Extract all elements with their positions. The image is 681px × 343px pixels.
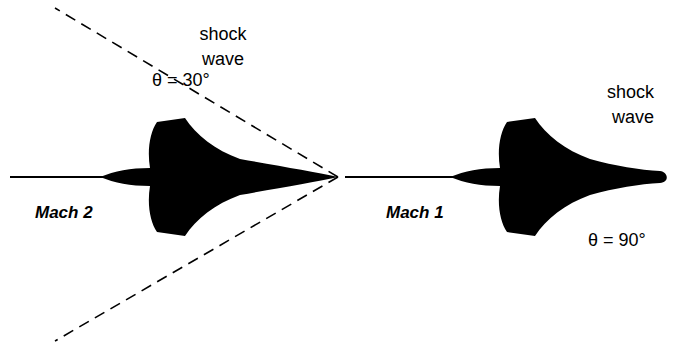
aircraft-silhouette	[100, 118, 338, 236]
shock-wave-label: shock wave	[188, 22, 258, 72]
angle-label: θ = 90°	[588, 228, 646, 253]
shock-wave-label: shock wave	[594, 80, 654, 130]
nose-probe	[345, 176, 454, 178]
aircraft-silhouette	[450, 118, 667, 236]
mach-label: Mach 2	[35, 200, 93, 225]
mach-label: Mach 1	[386, 200, 444, 225]
nose-probe	[10, 176, 104, 178]
angle-label: θ = 30°	[152, 68, 210, 93]
